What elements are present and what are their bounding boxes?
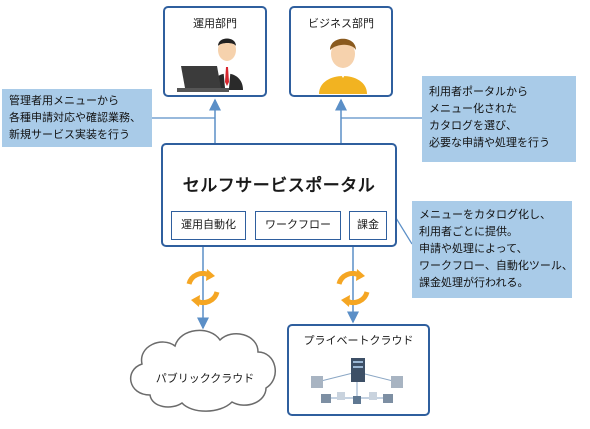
portal-note: メニューをカタログ化し、 利用者ごとに提供。 申請や処理によって、 ワークフロー…	[412, 201, 573, 298]
portal-note-line: 課金処理が行われる。	[419, 276, 529, 289]
business-person-icon	[319, 38, 367, 94]
user-note-line: メニュー化された	[429, 102, 517, 115]
office-worker-laptop-icon	[177, 38, 243, 92]
admin-note-line: 新規サービス実装を行う	[9, 128, 130, 141]
business-department-label: ビジネス部門	[308, 17, 374, 30]
portal-note-line: ワークフロー、自動化ツール、	[419, 259, 573, 272]
portal-note-line: 申請や処理によって、	[419, 242, 528, 255]
business-department-box: ビジネス部門	[289, 6, 393, 97]
private-cloud-label: プライベートクラウド	[303, 334, 414, 347]
module-ops-automation: 運用自動化	[171, 211, 246, 240]
self-service-portal-box: セルフサービスポータル 運用自動化 ワークフロー 課金	[161, 143, 397, 247]
admin-note-line: 各種申請対応や確認業務、	[9, 111, 141, 124]
public-cloud-shape	[129, 329, 276, 412]
portal-note-line: メニューをカタログ化し、	[419, 208, 551, 221]
sync-icon-left	[186, 269, 220, 307]
portal-note-line: 利用者ごとに提供。	[419, 225, 518, 238]
user-note-line: 必要な申請や処理を行う	[429, 136, 550, 149]
portal-title: セルフサービスポータル	[182, 176, 376, 196]
server-network-illustration	[311, 358, 403, 404]
connector-portal-note	[395, 217, 413, 245]
user-note-line: カタログを選び、	[429, 119, 517, 132]
sync-icon-right	[336, 269, 370, 307]
admin-note: 管理者用メニューから 各種申請対応や確認業務、 新規サービス実装を行う	[2, 89, 152, 147]
private-cloud-box: プライベートクラウド	[287, 324, 430, 416]
user-note: 利用者ポータルから メニュー化された カタログを選び、 必要な申請や処理を行う	[422, 76, 576, 162]
module-billing: 課金	[349, 211, 387, 240]
ops-department-label: 運用部門	[193, 17, 237, 30]
public-cloud-label: パブリッククラウド	[155, 372, 255, 385]
admin-note-line: 管理者用メニューから	[9, 94, 119, 107]
user-note-line: 利用者ポータルから	[429, 85, 528, 98]
ops-department-box: 運用部門	[163, 6, 267, 97]
module-workflow: ワークフロー	[255, 211, 341, 240]
